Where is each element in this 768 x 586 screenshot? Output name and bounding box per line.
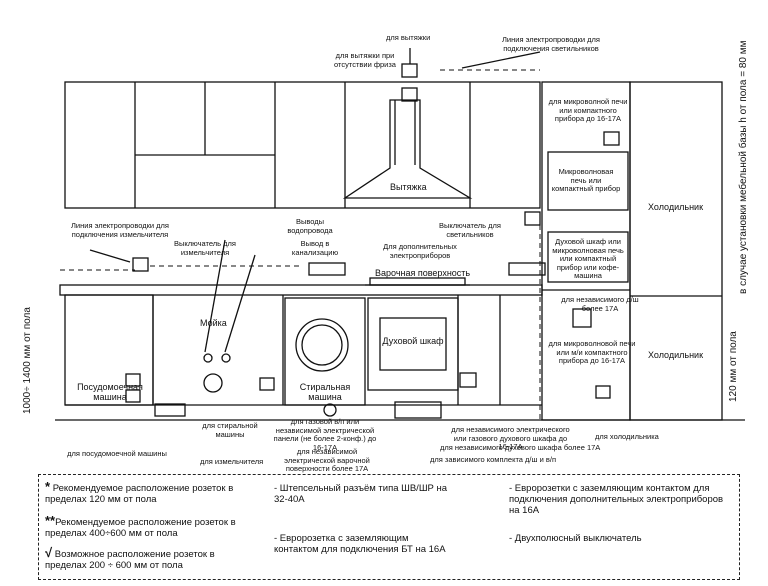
label-indep-el-oven: для независимого электрического или газо… — [451, 425, 570, 451]
label-grinder-outlet: для измельчителя — [200, 457, 264, 466]
label-washer-outlet: для стиральной машины — [202, 421, 258, 439]
label-indep-panel: для независимой электрической варочной п… — [284, 447, 370, 473]
label-hood-no-frieze: для вытяжки при отсутствии фриза — [334, 51, 396, 69]
label-fridge-bottom: Холодильник — [648, 350, 704, 360]
label-height-left: 1000÷ 1400 мм от пола — [22, 307, 33, 414]
legend-switch: - Двухполюсный выключатель — [509, 533, 642, 544]
label-washer: Стиральная машина — [299, 382, 351, 402]
label-height-right: 120 мм от пола — [728, 331, 739, 402]
hood — [342, 99, 473, 199]
label-gas-panel: для газовой в/п или независимой электрич… — [273, 417, 377, 452]
label-hob: Варочная поверхность — [375, 268, 471, 278]
legend-euro-extra: - Евророзетки с заземляющим контактом дл… — [509, 483, 724, 516]
upper-cabinets — [64, 81, 541, 209]
label-grinder-switch: Выключатель для измельчителя — [174, 239, 236, 257]
legend-box: * Рекомендуемое расположение розеток в п… — [38, 474, 740, 580]
legend-star1: * Рекомендуемое расположение розеток в п… — [45, 479, 234, 505]
label-hood: Вытяжка — [390, 182, 427, 192]
legend-star2: **Рекомендуемое расположение розеток в п… — [45, 513, 236, 539]
label-dep-set: для зависимого комплекта д/ш и в/п — [430, 455, 557, 464]
label-sink: Мойка — [200, 318, 227, 328]
label-lighting-line: Линия электропроводки для подключения св… — [502, 35, 600, 53]
label-oven-combo: Духовой шкаф или микроволновая печь или … — [552, 237, 624, 280]
label-dishwasher-outlet: для посудомоечной машины — [67, 449, 167, 458]
oven-box — [547, 231, 629, 283]
label-lamp-switch: Выключатель для светильников — [439, 221, 501, 239]
label-extra-appliances: Для дополнительных электроприборов — [383, 242, 457, 260]
microwave-box — [547, 151, 629, 211]
label-water-outlets: Выводы водопровода — [287, 217, 333, 235]
label-microwave: Микроволновая печь или компактный прибор — [551, 167, 621, 193]
legend-plug: - Штепсельный разъём типа ШВ/ШР на 32-40… — [274, 483, 448, 505]
label-indep-hob-outlet: для независимого д/ш более 17А — [561, 295, 639, 313]
label-fridge-outlet: для холодильника — [595, 432, 659, 441]
label-oven: Духовой шкаф — [382, 336, 444, 346]
legend-check: √ Возможное расположение розеток в преде… — [45, 545, 215, 571]
label-vertical-note: в случае установки мебельной базы h от п… — [738, 40, 749, 295]
label-dishwasher: Посудомоечная машина — [77, 382, 143, 402]
label-microwave-outlet: для микроволной печи или компактного при… — [548, 97, 628, 123]
label-fridge-top: Холодильник — [648, 202, 704, 212]
label-micro-outlet2: для микроволновой печи или м/и компактно… — [548, 339, 636, 365]
fridge-box — [629, 81, 723, 421]
label-hood-outlet: для вытяжки — [386, 33, 431, 42]
label-sewer: Вывод в канализацию — [291, 239, 339, 257]
legend-euro-bt: - Евророзетка с заземляющим контактом дл… — [274, 533, 446, 555]
label-extractor-line: Линия электропроводки для подключения из… — [71, 221, 169, 239]
label-indep-oven17: для независимого духового шкафа более 17… — [440, 443, 601, 452]
